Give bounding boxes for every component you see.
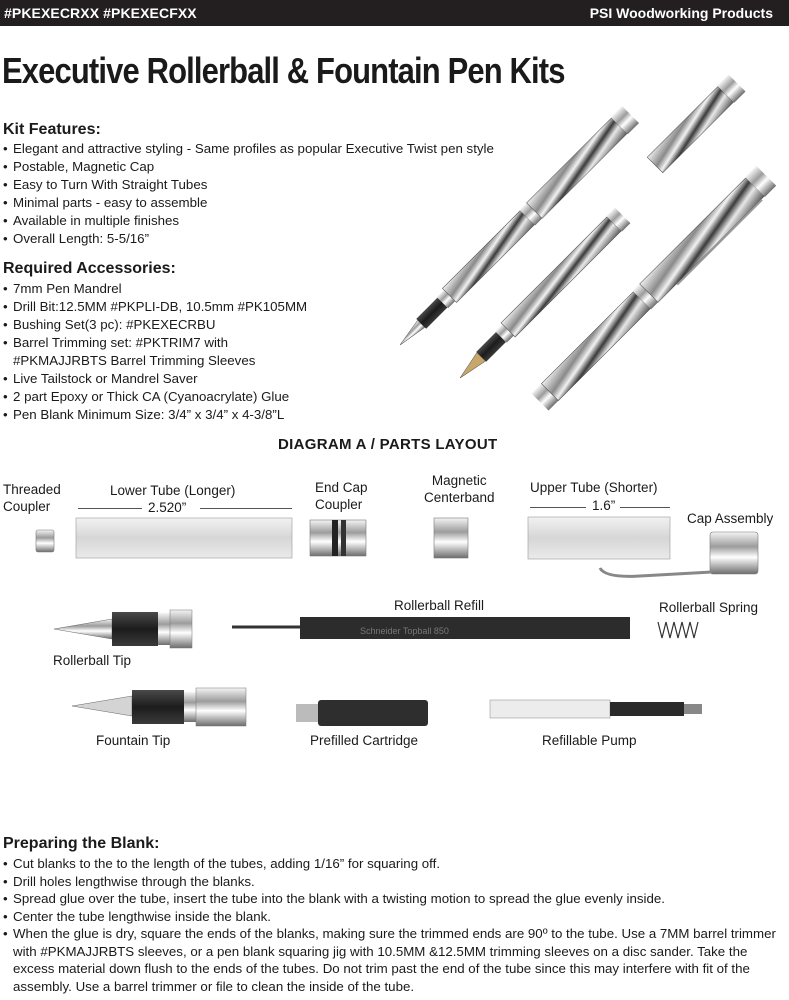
list-item: Easy to Turn With Straight Tubes (3, 176, 494, 194)
refillable-pump-part (489, 699, 702, 719)
rollerball-spring-label: Rollerball Spring (659, 600, 759, 615)
label-line: End Cap (315, 480, 368, 495)
list-item: Center the tube lengthwise inside the bl… (3, 908, 783, 926)
accessories-list: 7mm Pen Mandrel Drill Bit:12.5MM #PKPLI-… (3, 280, 307, 424)
preparing-heading: Preparing the Blank: (3, 835, 160, 852)
list-item: 7mm Pen Mandrel (3, 280, 307, 298)
list-item: When the glue is dry, square the ends of… (3, 925, 783, 995)
list-item: Cut blanks to the to the length of the t… (3, 855, 783, 873)
cap-assembly-label: Cap Assembly (687, 511, 774, 526)
refill-print: Schneider Topball 850 (360, 626, 449, 636)
threaded-coupler-label: Threaded Coupler (3, 481, 61, 515)
lower-tube-part (75, 517, 293, 559)
prefilled-cartridge-part (296, 700, 428, 726)
label-line: Centerband (424, 490, 495, 505)
preparing-list: Cut blanks to the to the length of the t… (3, 855, 783, 995)
dimension-line (530, 507, 586, 508)
assembled-pen-fountain (459, 207, 631, 379)
list-item: Available in multiple finishes (3, 212, 494, 230)
list-item: Drill Bit:12.5MM #PKPLI-DB, 10.5mm #PK10… (3, 298, 307, 316)
threaded-coupler-part (35, 529, 55, 553)
assembled-pen-rollerball (399, 105, 640, 346)
rollerball-tip-label: Rollerball Tip (53, 653, 132, 668)
accessories-heading: Required Accessories: (3, 260, 176, 277)
list-item: 2 part Epoxy or Thick CA (Cyanoacrylate)… (3, 388, 307, 406)
rollerball-refill-part (232, 617, 630, 639)
pen-cap-top (646, 74, 746, 174)
list-item: Overall Length: 5-5/16” (3, 230, 494, 248)
label-line: Magnetic (431, 473, 487, 488)
list-item: Elegant and attractive styling - Same pr… (3, 140, 494, 158)
list-item: Drill holes lengthwise through the blank… (3, 873, 783, 891)
magnetic-centerband-part (433, 517, 469, 559)
product-codes: #PKEXECRXX #PKEXECFXX (4, 5, 197, 21)
list-item: Pen Blank Minimum Size: 3/4” x 3/4” x 4-… (3, 406, 307, 424)
lower-tube-label: Lower Tube (Longer) (110, 483, 236, 498)
list-item: Postable, Magnetic Cap (3, 158, 494, 176)
end-cap-coupler-label: End Cap Coupler (315, 479, 368, 513)
prefilled-cartridge-label: Prefilled Cartridge (310, 733, 419, 748)
rollerball-spring-part (657, 621, 699, 639)
dimension-line (78, 508, 142, 509)
rollerball-refill-label: Rollerball Refill (394, 598, 485, 613)
dimension-line (620, 507, 670, 508)
diagram-title: DIAGRAM A / PARTS LAYOUT (278, 436, 498, 453)
list-item: Bushing Set(3 pc): #PKEXECRBU (3, 316, 307, 334)
page-title: Executive Rollerball & Fountain Pen Kits (2, 50, 565, 91)
list-item: Barrel Trimming set: #PKTRIM7 with (3, 334, 307, 352)
label-line: Threaded (3, 482, 61, 497)
label-line: Coupler (315, 497, 363, 512)
upper-tube-dimension: 1.6” (592, 498, 616, 513)
header-bar: #PKEXECRXX #PKEXECFXX PSI Woodworking Pr… (0, 0, 789, 26)
fountain-tip-label: Fountain Tip (96, 733, 171, 748)
features-heading: Kit Features: (3, 121, 101, 138)
features-list: Elegant and attractive styling - Same pr… (3, 140, 494, 248)
list-item: #PKMAJJRBTS Barrel Trimming Sleeves (13, 353, 256, 368)
brand-name: PSI Woodworking Products (589, 5, 773, 21)
dimension-line (200, 508, 292, 509)
upper-tube-part (527, 516, 671, 560)
list-item: Live Tailstock or Mandrel Saver (3, 370, 307, 388)
upper-tube-label: Upper Tube (Shorter) (530, 480, 658, 495)
fountain-tip-part (71, 687, 247, 727)
end-cap-coupler-part (309, 519, 367, 557)
list-item: Minimal parts - easy to assemble (3, 194, 494, 212)
rollerball-tip-part (53, 609, 193, 649)
refillable-pump-label: Refillable Pump (542, 733, 637, 748)
label-line: Coupler (3, 499, 51, 514)
capped-pen (531, 165, 777, 411)
magnetic-centerband-label: Magnetic Centerband (424, 472, 495, 506)
lower-tube-dimension: 2.520” (148, 500, 187, 515)
list-item: Spread glue over the tube, insert the tu… (3, 890, 783, 908)
cap-assembly-part (598, 531, 759, 578)
